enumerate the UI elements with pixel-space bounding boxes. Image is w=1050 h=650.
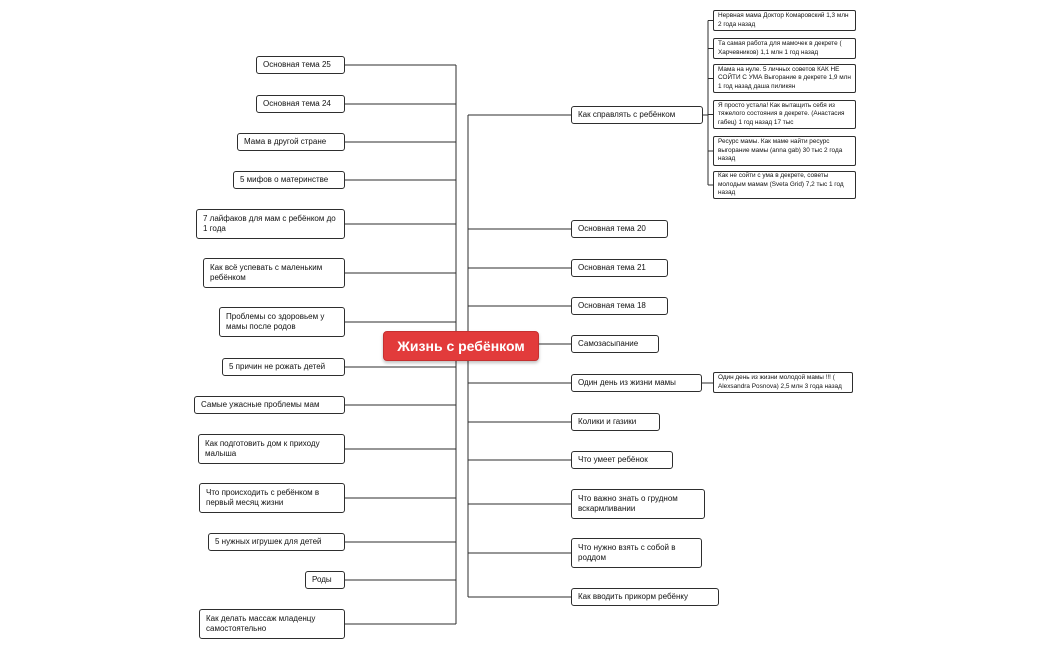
- topic-node-right[interactable]: Основная тема 18: [571, 297, 668, 315]
- topic-node-right[interactable]: Как вводить прикорм ребёнку: [571, 588, 719, 606]
- topic-node-right-label: Как вводить прикорм ребёнку: [578, 591, 689, 601]
- topic-node-left-label: Самые ужасные проблемы мам: [201, 399, 320, 409]
- topic-node-left-label: 5 мифов о материнстве: [240, 174, 329, 184]
- topic-node-right[interactable]: Основная тема 21: [571, 259, 668, 277]
- subtopic-node-label: Мама на нуле. 5 личных советов КАК НЕ СО…: [718, 65, 851, 90]
- topic-node-left-label: Что происходить с ребёнком в первый меся…: [206, 487, 320, 507]
- topic-node-left[interactable]: Основная тема 24: [256, 95, 345, 113]
- topic-node-right-label: Основная тема 20: [578, 223, 646, 233]
- central-topic[interactable]: Жизнь с ребёнком: [383, 331, 539, 361]
- topic-node-right[interactable]: Основная тема 20: [571, 220, 668, 238]
- topic-node-right-label: Основная тема 21: [578, 262, 646, 272]
- topic-node-left[interactable]: 5 нужных игрушек для детей: [208, 533, 345, 551]
- topic-node-left[interactable]: Как всё успевать с маленьким ребёнком: [203, 258, 345, 288]
- topic-node-left[interactable]: Что происходить с ребёнком в первый меся…: [199, 483, 345, 513]
- topic-node-right-label: Что нужно взять с собой в роддом: [578, 542, 676, 562]
- topic-node-left-label: Основная тема 25: [263, 59, 331, 69]
- topic-node-left-label: Как всё успевать с маленьким ребёнком: [210, 262, 323, 282]
- subtopic-node-label: Та самая работа для мамочек в декрете ( …: [718, 39, 842, 56]
- topic-node-left-label: Как подготовить дом к приходу малыша: [205, 438, 320, 458]
- topic-node-left[interactable]: 5 причин не рожать детей: [222, 358, 345, 376]
- topic-node-right-label: Самозасыпание: [578, 338, 639, 348]
- topic-node-left-label: 7 лайфаков для мам с ребёнком до 1 года: [203, 213, 336, 233]
- topic-node-right[interactable]: Что важно знать о грудном вскармливании: [571, 489, 705, 519]
- topic-node-right[interactable]: Что нужно взять с собой в роддом: [571, 538, 702, 568]
- subtopic-node-label: Ресурс мамы. Как маме найти ресурс выгор…: [718, 138, 843, 163]
- subtopic-node[interactable]: Как не сойти с ума в декрете, советы мол…: [713, 171, 856, 199]
- topic-node-right[interactable]: Как справлять с ребёнком: [571, 106, 703, 124]
- topic-node-left[interactable]: 7 лайфаков для мам с ребёнком до 1 года: [196, 209, 345, 239]
- topic-node-right-label: Основная тема 18: [578, 300, 646, 310]
- topic-node-right[interactable]: Что умеет ребёнок: [571, 451, 673, 469]
- topic-node-left-label: Как делать массаж младенцу самостоятельн…: [206, 613, 316, 633]
- subtopic-node[interactable]: Мама на нуле. 5 личных советов КАК НЕ СО…: [713, 64, 856, 93]
- topic-node-right-label: Колики и газики: [578, 416, 637, 426]
- subtopic-node[interactable]: Ресурс мамы. Как маме найти ресурс выгор…: [713, 136, 856, 166]
- topic-node-right[interactable]: Самозасыпание: [571, 335, 659, 353]
- subtopic-node-label: Как не сойти с ума в декрете, советы мол…: [718, 172, 844, 197]
- topic-node-left-label: 5 нужных игрушек для детей: [215, 536, 322, 546]
- subtopic-node-label: Нервная мама Доктор Комаровский 1,3 млн …: [718, 11, 849, 28]
- subtopic-node[interactable]: Один день из жизни молодой мамы !!! ( Al…: [713, 372, 853, 393]
- topic-node-left-label: 5 причин не рожать детей: [229, 361, 326, 371]
- topic-node-right-label: Что важно знать о грудном вскармливании: [578, 493, 678, 513]
- topic-node-left[interactable]: Самые ужасные проблемы мам: [194, 396, 345, 414]
- topic-node-left[interactable]: Проблемы со здоровьем у мамы после родов: [219, 307, 345, 337]
- topic-node-left-label: Проблемы со здоровьем у мамы после родов: [226, 311, 325, 331]
- subtopic-node[interactable]: Та самая работа для мамочек в декрете ( …: [713, 38, 856, 59]
- topic-node-right[interactable]: Один день из жизни мамы: [571, 374, 702, 392]
- topic-node-right-label: Как справлять с ребёнком: [578, 109, 676, 119]
- topic-node-left-label: Роды: [312, 574, 332, 584]
- subtopic-node-label: Один день из жизни молодой мамы !!! ( Al…: [718, 373, 842, 390]
- topic-node-left[interactable]: Как делать массаж младенцу самостоятельн…: [199, 609, 345, 639]
- topic-node-right-label: Что умеет ребёнок: [578, 454, 648, 464]
- topic-node-left[interactable]: Роды: [305, 571, 345, 589]
- topic-node-left[interactable]: Как подготовить дом к приходу малыша: [198, 434, 345, 464]
- topic-node-left-label: Основная тема 24: [263, 98, 331, 108]
- topic-node-right[interactable]: Колики и газики: [571, 413, 660, 431]
- subtopic-node[interactable]: Нервная мама Доктор Комаровский 1,3 млн …: [713, 10, 856, 31]
- central-topic-label: Жизнь с ребёнком: [397, 338, 525, 354]
- topic-node-left[interactable]: Мама в другой стране: [237, 133, 345, 151]
- topic-node-left-label: Мама в другой стране: [244, 136, 327, 146]
- topic-node-left[interactable]: Основная тема 25: [256, 56, 345, 74]
- topic-node-right-label: Один день из жизни мамы: [578, 377, 676, 387]
- topic-node-left[interactable]: 5 мифов о материнстве: [233, 171, 345, 189]
- subtopic-node-label: Я просто устала! Как вытащить себя из тя…: [718, 101, 845, 126]
- subtopic-node[interactable]: Я просто устала! Как вытащить себя из тя…: [713, 100, 856, 129]
